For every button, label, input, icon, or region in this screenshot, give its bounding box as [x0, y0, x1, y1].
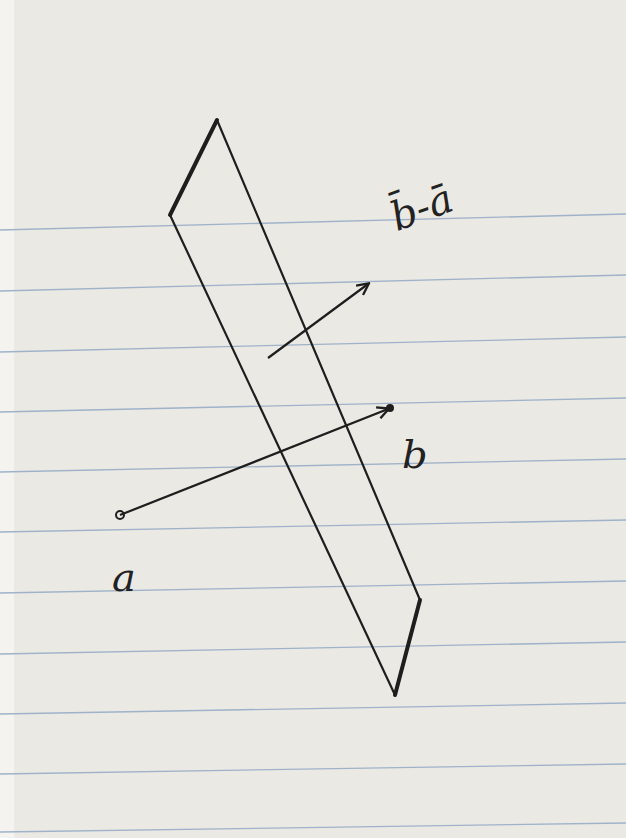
point-label: b	[402, 432, 428, 476]
point-b	[386, 404, 394, 412]
ruled-lines	[0, 214, 626, 832]
paper-edge	[0, 0, 14, 838]
point-label: a	[112, 555, 136, 599]
point-a	[116, 511, 124, 519]
normal-vector	[268, 284, 368, 358]
vector-a-to-b	[120, 409, 388, 515]
plane-outline	[170, 120, 420, 695]
vector-label: b̄-ā	[384, 176, 458, 239]
